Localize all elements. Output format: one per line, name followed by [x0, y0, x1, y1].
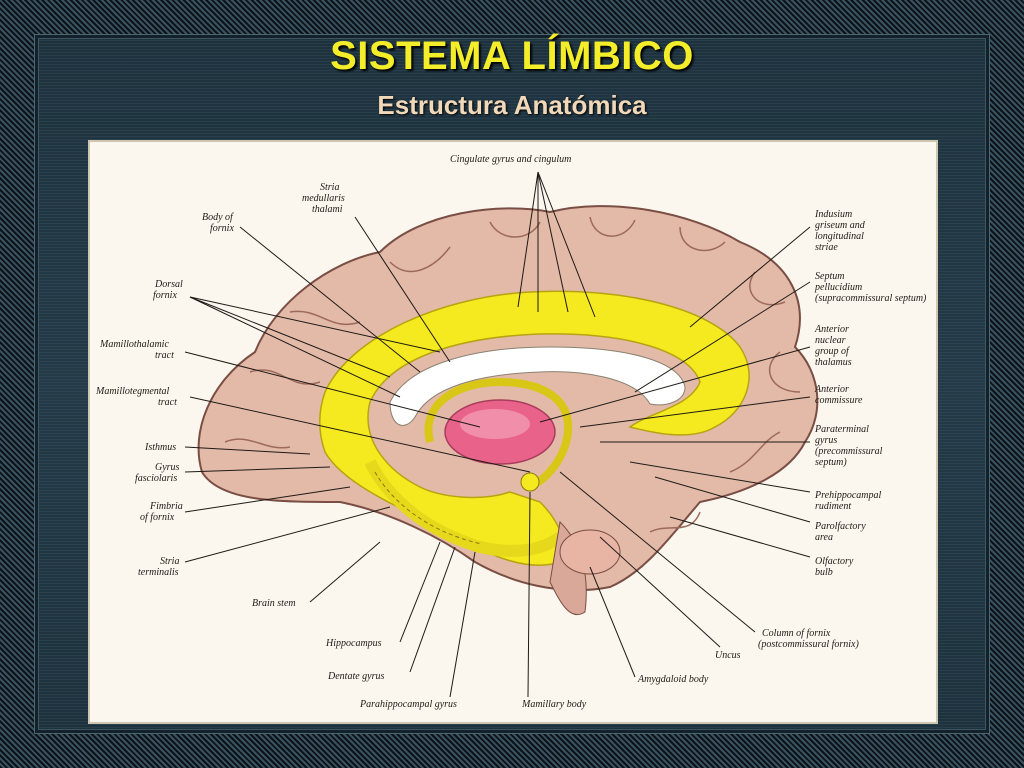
- label-olfactory-bulb: Olfactory: [815, 556, 854, 567]
- label-paraterminal-3: (precommissural: [815, 446, 883, 457]
- label-stria-medullaris-2: medullaris: [302, 193, 345, 204]
- label-paraterminal-2: gyrus: [815, 435, 837, 446]
- thalamus-highlight: [460, 409, 530, 439]
- label-brain-stem: Brain stem: [252, 598, 296, 609]
- label-fimbria-2: of fornix: [140, 512, 175, 523]
- label-mamillothalamic: Mamillothalamic: [99, 339, 169, 350]
- label-anterior-commissure-2: commissure: [815, 395, 863, 406]
- label-anterior-commissure: Anterior: [814, 384, 849, 395]
- label-parahippocampal-gyrus: Parahippocampal gyrus: [359, 699, 457, 710]
- label-mamillotegmental: Mamillotegmental: [95, 386, 170, 397]
- slide-subtitle: Estructura Anatómica: [377, 90, 647, 120]
- slide-title: SISTEMA LÍMBICO: [330, 34, 694, 78]
- label-stria-terminalis: Stria: [160, 556, 179, 567]
- fornix: [424, 377, 573, 491]
- label-stria-medullaris: Stria: [320, 182, 339, 193]
- label-dentate-gyrus: Dentate gyrus: [327, 671, 384, 682]
- label-cingulate: Cingulate gyrus and cingulum: [450, 154, 571, 165]
- label-prehippocampal-2: rudiment: [815, 501, 851, 512]
- corpus-callosum: [389, 346, 686, 426]
- label-uncus: Uncus: [715, 650, 741, 661]
- label-olfactory-bulb-2: bulb: [815, 567, 833, 578]
- label-dorsal-fornix-2: fornix: [153, 290, 177, 301]
- label-septum-3: (supracommissural septum): [815, 293, 927, 304]
- hippocampus: [364, 459, 564, 557]
- label-septum: Septum: [815, 271, 844, 282]
- label-indusium: Indusium: [814, 209, 852, 220]
- label-mamillary-body: Mamillary body: [521, 699, 587, 710]
- label-anterior-nuclear: Anterior: [814, 324, 849, 335]
- label-mamillotegmental-2: tract: [158, 397, 177, 408]
- label-isthmus: Isthmus: [144, 442, 176, 453]
- label-hippocampus: Hippocampus: [325, 638, 382, 649]
- label-paraterminal-4: septum): [815, 457, 847, 468]
- label-body-fornix: Body of: [202, 212, 234, 223]
- label-amygdaloid-body: Amygdaloid body: [637, 674, 709, 685]
- gyri-texture: [224, 216, 801, 533]
- label-mamillothalamic-2: tract: [155, 350, 174, 361]
- label-indusium-2: griseum and: [815, 220, 866, 231]
- label-septum-2: pellucidium: [814, 282, 862, 293]
- limbic-lobe: [319, 290, 750, 566]
- label-stria-medullaris-3: thalami: [312, 204, 343, 215]
- label-parolfactory-area: Parolfactory: [814, 521, 866, 532]
- label-body-fornix-2: fornix: [210, 223, 234, 234]
- label-anterior-nuclear-4: thalamus: [815, 357, 852, 368]
- label-anterior-nuclear-2: nuclear: [815, 335, 846, 346]
- label-gyrus-fasciolaris: Gyrus: [155, 462, 180, 473]
- limbic-system-diagram: Cingulate gyrus and cingulum Stria medul…: [95, 154, 927, 710]
- label-parolfactory-area-2: area: [815, 532, 833, 543]
- label-anterior-nuclear-3: group of: [815, 346, 850, 357]
- label-prehippocampal: Prehippocampal: [814, 490, 882, 501]
- dentate-gyrus-line: [374, 471, 483, 545]
- label-dorsal-fornix: Dorsal: [154, 279, 183, 290]
- leader-lines: [184, 171, 811, 698]
- label-gyrus-fasciolaris-2: fasciolaris: [135, 473, 177, 484]
- mamillary-body: [520, 472, 540, 492]
- label-indusium-3: longitudinal: [815, 231, 864, 242]
- cerebral-cortex: [197, 205, 819, 592]
- label-column-fornix-2: (postcommissural fornix): [758, 639, 860, 650]
- label-indusium-4: striae: [815, 242, 838, 253]
- label-column-fornix: Column of fornix: [762, 628, 831, 639]
- label-fimbria: Fimbria: [149, 501, 183, 512]
- label-stria-terminalis-2: terminalis: [138, 567, 179, 578]
- diagram-panel: Cingulate gyrus and cingulum Stria medul…: [88, 140, 938, 724]
- label-paraterminal: Paraterminal: [814, 424, 869, 435]
